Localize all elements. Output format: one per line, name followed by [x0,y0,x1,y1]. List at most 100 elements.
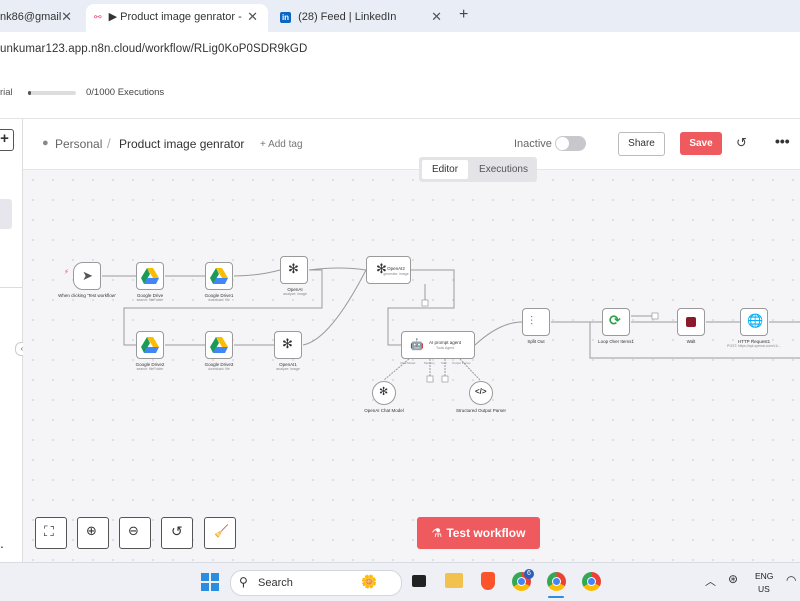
node-split-out[interactable]: ⫶ [522,308,550,336]
workflow-canvas[interactable] [23,170,800,562]
sidebar-item-active[interactable] [0,199,12,229]
task-view-icon[interactable] [412,575,426,587]
node-label: Google Drive [136,293,164,298]
add-tag-link[interactable]: + Add tag [260,139,303,150]
node-google-drive[interactable] [136,262,164,290]
node-label: Google Drive3 [204,362,234,367]
node-label: Google Drive1 [204,293,234,298]
google-drive-icon [141,337,159,353]
trial-bar: rial 0/1000 Executions [0,66,800,119]
breadcrumb-personal[interactable]: Personal [55,137,103,151]
node-ai-agent[interactable]: 🤖 AI prompt agent Tools Agent [401,331,475,359]
url-text: unkumar123.app.n8n.cloud/workflow/RLig0K… [0,43,308,55]
reset-zoom-button[interactable]: ↺ [161,517,193,549]
node-structured-output-parser[interactable]: </> [469,381,493,405]
sidebar-divider [0,287,22,288]
node-openai1[interactable]: ✻ [274,331,302,359]
chrome-icon[interactable] [582,572,601,591]
connection [459,358,481,381]
robot-icon: 🤖 [410,339,424,351]
more-dot[interactable]: . [0,535,4,551]
node-label: Wait [686,339,696,344]
node-google-drive2[interactable] [136,331,164,359]
close-icon[interactable]: ✕ [245,4,258,30]
toggle-knob [556,137,569,150]
add-button[interactable]: + [0,129,14,151]
openai-icon: ✻ [282,336,293,351]
zoom-in-icon: ⊕ [86,523,97,538]
close-icon[interactable]: ✕ [61,9,72,24]
brave-browser-icon[interactable] [481,572,495,590]
wifi-icon[interactable]: ◠ [786,573,797,587]
connection [302,269,367,346]
workflow-title[interactable]: Product image genrator [119,137,245,151]
language-line1[interactable]: ENG [755,571,774,581]
file-explorer-icon[interactable] [445,573,463,588]
active-toggle[interactable] [555,136,586,151]
node-sublabel: generate: image [383,272,409,276]
node-http-request[interactable]: 🌐 [740,308,768,336]
linkedin-favicon-icon: in [280,12,291,23]
node-label: Google Drive2 [135,362,165,367]
google-drive-icon [210,337,228,353]
taskbar-search[interactable]: ⚲ Search 🌼 [230,570,402,596]
more-options-icon[interactable]: ••• [775,133,790,149]
browser-tab-bar: nk86@gmail ✕ ⚯ ▶ Product image genrator … [0,0,800,32]
browser-tab-n8n[interactable]: ⚯ ▶ Product image genrator - n8 ✕ [86,4,268,32]
node-openai-chat-model[interactable]: ✻ [372,381,396,405]
node-label: HTTP Request1 [737,339,771,344]
close-icon[interactable]: ✕ [431,9,442,24]
save-button[interactable]: Save [680,132,722,155]
zoom-out-icon: ⊖ [128,523,139,538]
test-workflow-button[interactable]: ⚗Test workflow [417,517,540,549]
chevron-up-icon[interactable]: ︿ [705,576,716,588]
fit-view-button[interactable]: ⛶ [35,517,67,549]
node-sublabel: download: file [208,367,230,371]
node-loop-over-items[interactable]: ⟳ [602,308,630,336]
add-node-connector [651,312,659,320]
test-workflow-label: Test workflow [446,526,526,540]
n8n-favicon-icon: ⚯ [94,12,102,22]
pause-icon [686,317,696,327]
node-sublabel: download: file [208,298,230,302]
windows-start-icon[interactable] [201,573,219,591]
zoom-out-button[interactable]: ⊖ [119,517,151,549]
search-highlight-icon: 🌼 [361,574,378,589]
globe-icon: 🌐 [747,313,764,328]
node-sublabel: analyze: image [276,367,300,371]
split-icon: ⫶ [530,314,534,328]
zoom-in-button[interactable]: ⊕ [77,517,109,549]
node-google-drive1[interactable] [205,262,233,290]
tab-editor[interactable]: Editor [422,160,468,179]
browser-tab-linkedin[interactable]: in (28) Feed | LinkedIn ✕ [272,4,452,32]
node-wait[interactable] [677,308,705,336]
node-sublabel: POST: https://api.openai.com/v1/... [727,344,781,348]
broom-icon: 🧹 [214,524,229,538]
node-label: Structured Output Parser [455,408,507,413]
node-openai2[interactable]: ✻ OpenAI2 generate: image [366,256,411,284]
language-line2[interactable]: US [758,584,770,594]
chrome-icon[interactable] [547,572,566,591]
connection [589,322,800,359]
tidy-up-button[interactable]: 🧹 [204,517,236,549]
port-output-parser: Output Parser [452,361,471,365]
browser-tab-gmail[interactable]: nk86@gmail ✕ [0,4,82,32]
openai-icon: ✻ [379,386,389,398]
port-chat-model: Chat Model [400,361,416,365]
node-google-drive3[interactable] [205,331,233,359]
fullscreen-icon: ⛶ [44,523,54,539]
tab-title: nk86@gmail [0,11,62,23]
node-openai[interactable]: ✻ [280,256,308,284]
node-trigger[interactable]: ➤ [73,262,101,290]
new-tab-button[interactable]: + [459,6,469,23]
network-icon[interactable]: ⊛ [728,572,739,586]
node-label: OpenAI1 [279,362,297,367]
share-button[interactable]: Share [618,132,665,156]
add-node-connector [426,375,434,383]
history-icon[interactable]: ↺ [736,135,747,150]
tab-executions[interactable]: Executions [479,164,528,175]
add-node-connector [441,375,449,383]
workflow-status: Inactive [514,138,552,150]
